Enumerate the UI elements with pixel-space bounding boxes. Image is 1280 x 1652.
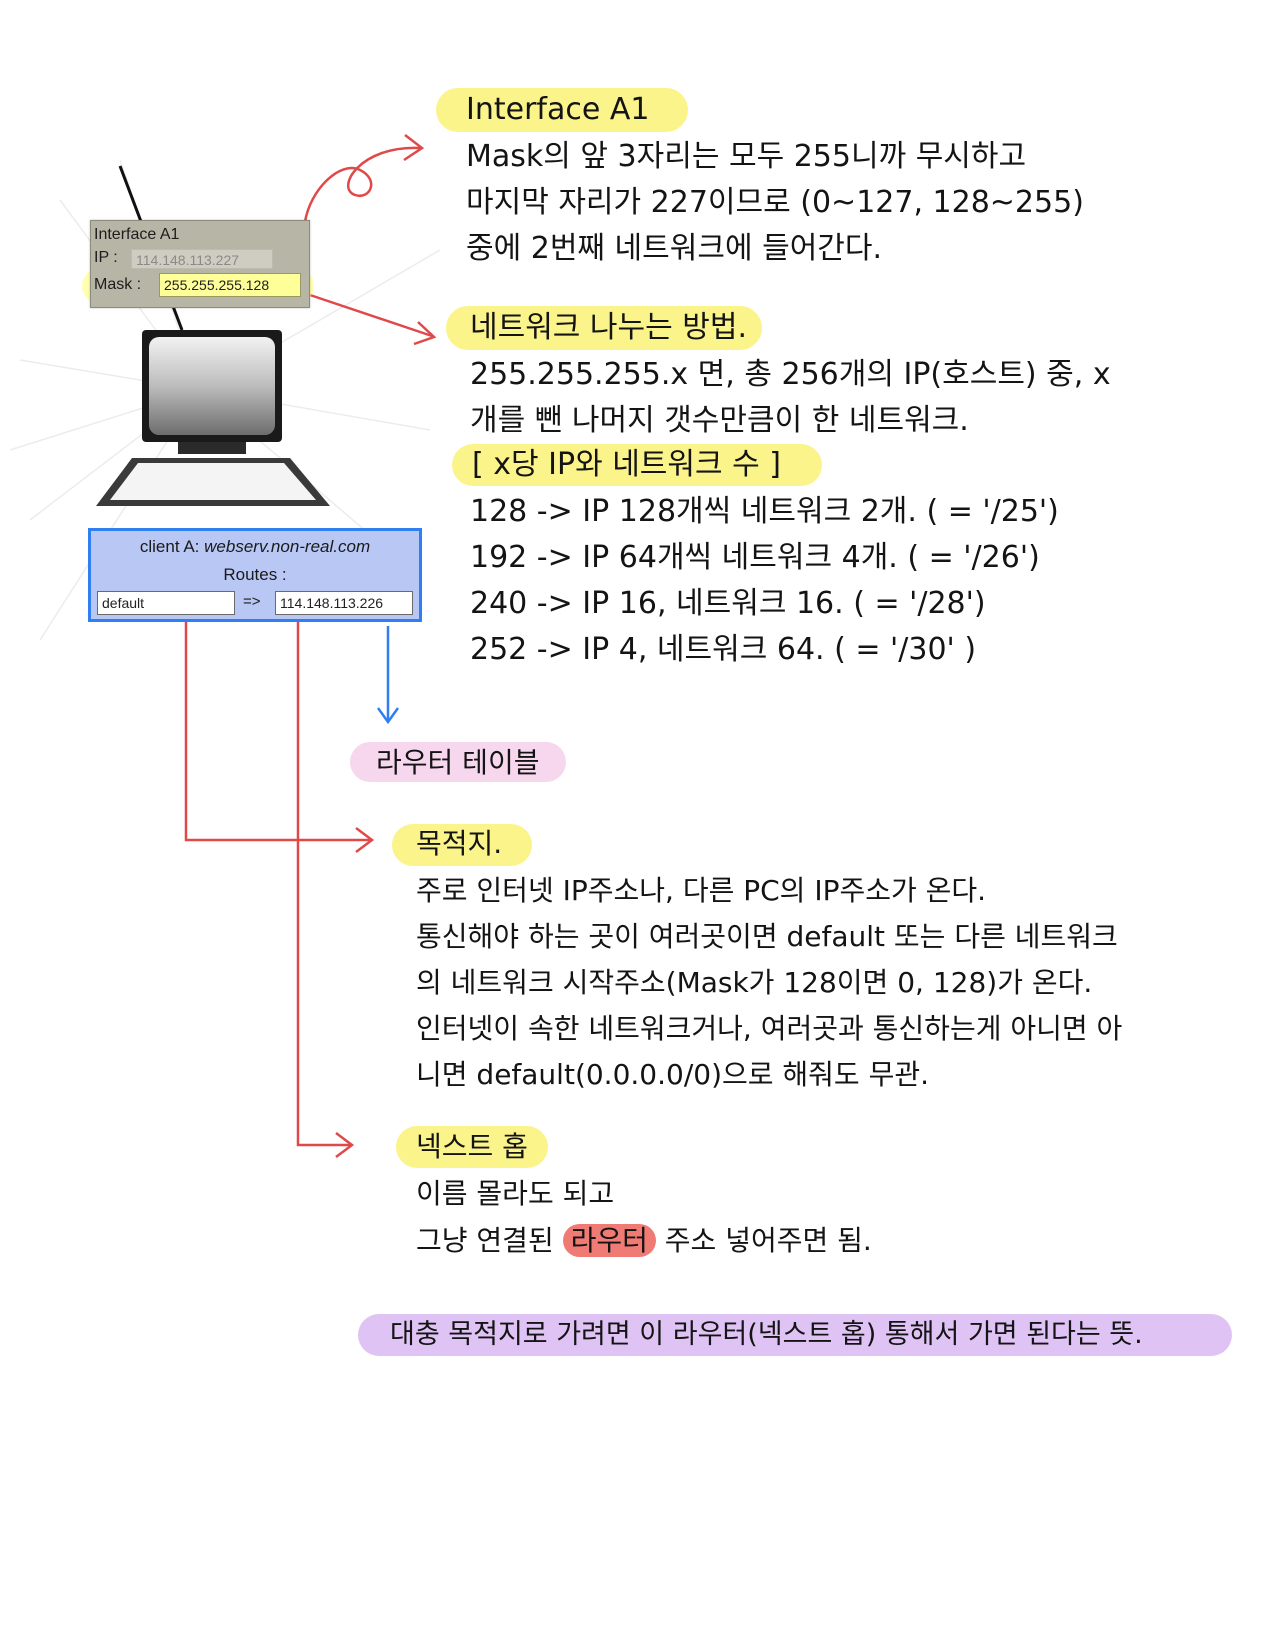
client-title: client A: webserv.non-real.com	[139, 537, 371, 556]
ip-label: IP :	[94, 249, 118, 266]
client-box: client A: webserv.non-real.com Routes : …	[88, 528, 422, 622]
next-hop-line-2: 그냥 연결된 라우터 주소 넣어주면 됨.	[416, 1224, 872, 1257]
route-arrow: =>	[243, 593, 261, 610]
network-table-heading-highlight	[452, 444, 822, 486]
destination-heading-highlight	[392, 824, 532, 866]
network-split-line-1: 255.255.255.x 면, 총 256개의 IP(호스트) 중, x	[470, 357, 1111, 392]
destination-line-5: 니면 default(0.0.0.0/0)으로 해줘도 무관.	[416, 1058, 930, 1091]
summary-highlight	[358, 1314, 1232, 1356]
summary-line: 대충 목적지로 가려면 이 라우터(넥스트 홉) 통해서 가면 된다는 뜻.	[390, 1319, 1143, 1350]
destination-line-3: 의 네트워크 시작주소(Mask가 128이면 0, 128)가 온다.	[416, 966, 1093, 999]
next-hop-heading-highlight	[396, 1126, 548, 1168]
client-host: webserv.non-real.com	[204, 537, 371, 556]
interface-heading: Interface A1	[466, 92, 650, 127]
routes-label: Routes :	[223, 565, 287, 584]
interface-line-2: 마지막 자리가 227이므로 (0~127, 128~255)	[466, 185, 1084, 220]
mask-label: Mask :	[94, 276, 142, 293]
interface-line-3: 중에 2번째 네트워크에 들어간다.	[466, 231, 883, 266]
network-split-line-2: 개를 뺀 나머지 갯수만큼이 한 네트워크.	[470, 403, 969, 438]
mask-arrow	[309, 293, 433, 338]
next-hop-arrow	[296, 612, 350, 1147]
destination-arrow	[184, 612, 370, 842]
network-table-heading: [ x당 IP와 네트워크 수 ]	[472, 447, 781, 482]
computer-monitor-icon	[142, 330, 282, 454]
route-destination-field[interactable]: default	[97, 591, 235, 615]
interface-title: Interface A1	[94, 226, 180, 243]
interface-panel: Interface A1 IP : 114.148.113.227 Mask :…	[90, 220, 310, 308]
destination-heading: 목적지.	[416, 827, 503, 860]
router-table-label: 라우터 테이블	[376, 746, 540, 779]
ip-field[interactable]: 114.148.113.227	[131, 249, 273, 269]
next-hop-line-1: 이름 몰라도 되고	[416, 1177, 615, 1210]
network-table-row: 252 -> IP 4, 네트워크 64. ( = '/30' )	[470, 632, 977, 667]
destination-line-4: 인터넷이 속한 네트워크거나, 여러곳과 통신하는게 아니면 아	[416, 1012, 1123, 1045]
keyboard-icon	[96, 458, 330, 506]
network-split-heading-highlight	[446, 306, 762, 350]
red-curl-arrow	[303, 146, 421, 223]
router-table-highlight	[350, 742, 566, 782]
route-next-hop-field[interactable]: 114.148.113.226	[275, 591, 413, 615]
network-table-row: 192 -> IP 64개씩 네트워크 4개. ( = '/26')	[470, 540, 1040, 575]
next-hop-heading: 넥스트 홉	[416, 1130, 528, 1163]
destination-line-1: 주로 인터넷 IP주소나, 다른 PC의 IP주소가 온다.	[416, 874, 987, 907]
network-table-row: 128 -> IP 128개씩 네트워크 2개. ( = '/25')	[470, 494, 1059, 529]
destination-line-2: 통신해야 하는 곳이 여러곳이면 default 또는 다른 네트워크	[416, 920, 1118, 953]
mask-field[interactable]: 255.255.255.128	[159, 273, 301, 297]
router-word-highlight: 라우터	[562, 1224, 656, 1257]
interface-line-1: Mask의 앞 3자리는 모두 255니까 무시하고	[466, 139, 1027, 174]
network-split-heading: 네트워크 나누는 방법.	[470, 310, 748, 345]
network-table-row: 240 -> IP 16, 네트워크 16. ( = '/28')	[470, 586, 986, 621]
interface-heading-highlight	[436, 88, 688, 132]
